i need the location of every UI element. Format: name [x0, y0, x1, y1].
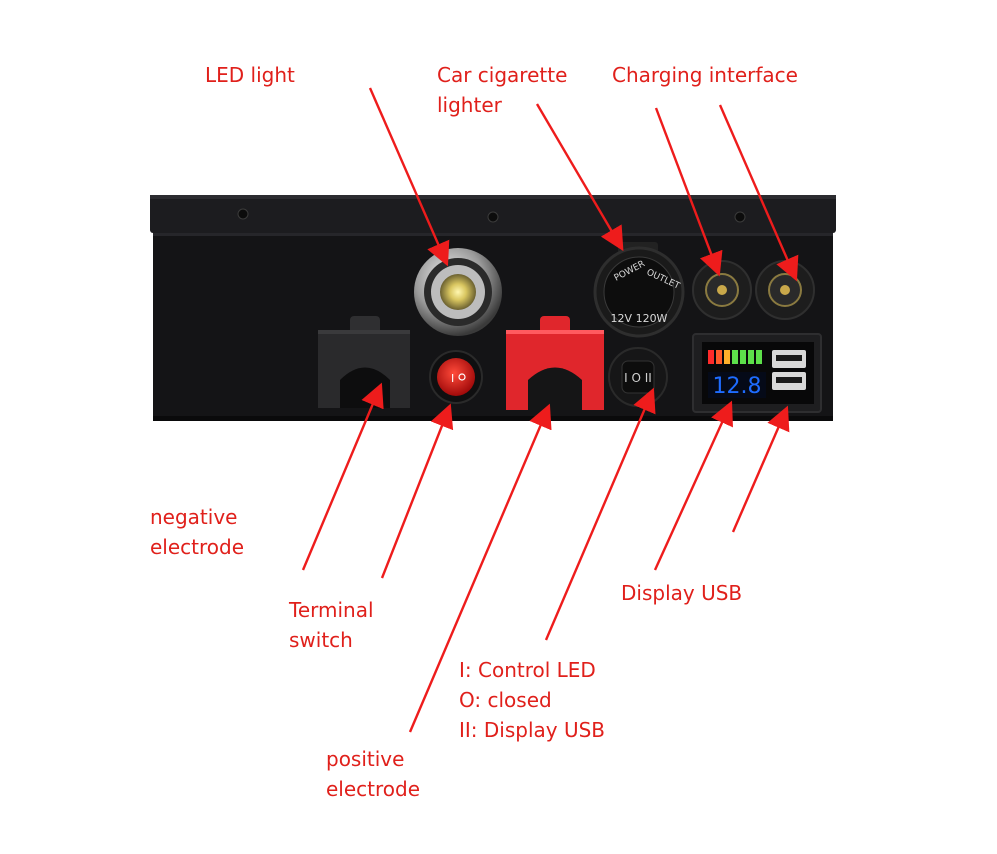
- arrow-display-usb-left: [653, 400, 733, 571]
- led-light: [414, 248, 502, 336]
- outlet-rating: 12V 120W: [611, 312, 668, 325]
- arrow-positive-electrode: [408, 403, 552, 733]
- svg-text:I: I: [451, 372, 454, 385]
- label-switch-modes: I: Control LED O: closed II: Display USB: [459, 658, 606, 742]
- arrow-car-lighter: [535, 103, 624, 252]
- arrow-led-light: [368, 87, 450, 267]
- arrow-charging-right: [718, 104, 799, 282]
- label-car-cigarette-lighter: Car cigarette lighter: [437, 63, 568, 117]
- lid-screw: [237, 208, 249, 220]
- voltage-readout: 12.8: [713, 374, 762, 399]
- positive-terminal: [506, 316, 604, 410]
- cigarette-lighter-outlet: POWER OUTLET 12V 120W: [593, 242, 685, 338]
- rocker-marks: I O II: [624, 371, 652, 385]
- lid-screw: [734, 211, 746, 223]
- display-usb-panel: 12.8: [692, 333, 822, 413]
- charging-port-left: [692, 260, 752, 320]
- label-positive-electrode: positive electrode: [326, 747, 421, 801]
- arrow-terminal-switch: [380, 403, 454, 579]
- callout-arrows: [301, 87, 799, 733]
- arrow-display-usb-right: [731, 405, 790, 533]
- mode-rocker-switch: I O II: [608, 347, 668, 407]
- arrow-negative-electrode: [301, 382, 384, 571]
- arrow-charging-left: [654, 107, 723, 277]
- label-display-usb: Display USB: [621, 581, 743, 605]
- label-charging-interface: Charging interface: [612, 63, 798, 87]
- charging-port-right: [755, 260, 815, 320]
- arrow-mode-switch: [544, 387, 656, 641]
- lid-screw: [487, 211, 499, 223]
- label-terminal-switch: Terminal switch: [289, 598, 374, 652]
- label-negative-electrode: negative electrode: [150, 505, 245, 559]
- label-led-light: LED light: [205, 63, 295, 87]
- terminal-switch: I: [429, 350, 483, 404]
